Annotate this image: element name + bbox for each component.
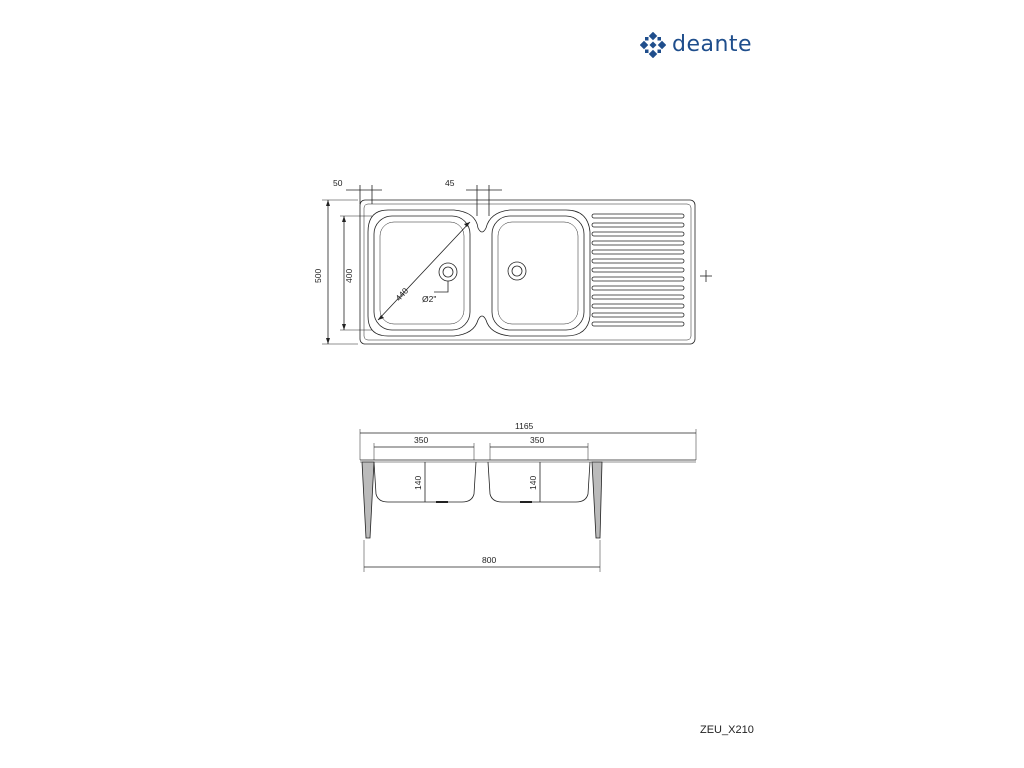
- right-drain-outer: [507, 261, 527, 281]
- brand-name: deante: [672, 32, 753, 57]
- dim-label-350-right: 350: [530, 435, 544, 445]
- top-view: 440 Ø2" 50 45 500: [313, 178, 712, 345]
- drain-leader: [434, 281, 449, 293]
- drainboard-rib: [591, 240, 685, 246]
- drainboard-rib: [591, 231, 685, 237]
- drainboard-rib: [591, 213, 685, 219]
- dim-label-50: 50: [333, 178, 343, 188]
- left-bowl-inner: [373, 215, 471, 331]
- left-bowl-outer: [367, 209, 591, 337]
- dim-label-140-right: 140: [528, 476, 538, 490]
- drainboard-rib: [591, 267, 685, 273]
- dim-label-800: 800: [482, 555, 496, 565]
- sink-outline: [359, 199, 696, 345]
- left-bowl-basin: [379, 221, 465, 325]
- drainboard-ribs: [591, 213, 685, 327]
- dim-label-500: 500: [313, 269, 323, 283]
- drainboard-rib: [591, 222, 685, 228]
- product-code: ZEU_X210: [700, 724, 754, 736]
- dim-label-350-left: 350: [414, 435, 428, 445]
- drainboard-rib: [591, 321, 685, 327]
- drainboard-rib: [591, 294, 685, 300]
- right-support-leg: [591, 461, 603, 539]
- right-bowl-inner: [491, 215, 585, 331]
- drainboard-rib: [591, 276, 685, 282]
- dim-line-440: [377, 221, 471, 321]
- drain-diameter-label: Ø2": [422, 294, 436, 304]
- left-drain-inner: [442, 266, 454, 278]
- left-drain-outer: [438, 262, 458, 282]
- drainboard-rib: [591, 249, 685, 255]
- right-bowl-basin: [497, 221, 579, 325]
- dim-label-400: 400: [344, 269, 354, 283]
- dim-label-140-left: 140: [413, 476, 423, 490]
- right-drain-inner: [511, 265, 523, 277]
- drainboard-rib: [591, 312, 685, 318]
- deante-pinwheel-logo-icon: [640, 32, 666, 58]
- left-support-leg: [361, 461, 375, 539]
- drainboard-rib: [591, 303, 685, 309]
- right-bowl-profile: [487, 461, 591, 503]
- dim-label-45: 45: [445, 178, 455, 188]
- drainboard-rib: [591, 285, 685, 291]
- dim-label-1165: 1165: [515, 421, 534, 431]
- deante-logo: deante: [640, 30, 752, 60]
- side-view: 1165 350 350 140 140: [359, 421, 697, 572]
- sink-inner-rim: [363, 203, 692, 341]
- drainboard-rib: [591, 258, 685, 264]
